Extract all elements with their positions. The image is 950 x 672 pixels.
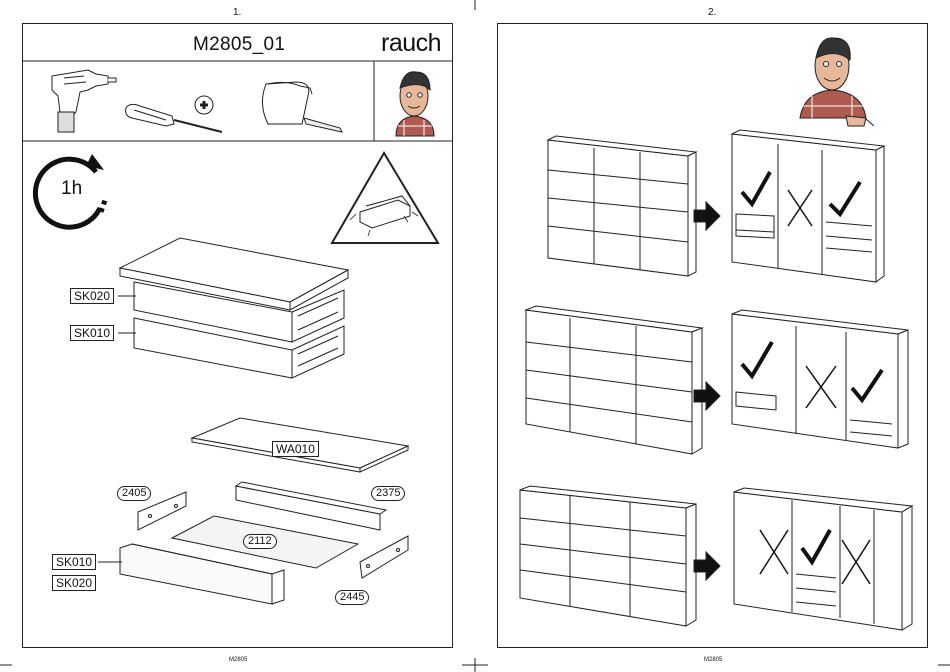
assembly-time-label: 1h xyxy=(61,178,82,200)
cordless-drill-icon xyxy=(52,70,116,132)
front-label-sk010: SK010 xyxy=(52,554,96,570)
board-code-2445: 2445 xyxy=(335,590,369,605)
wardrobe-row-2-open xyxy=(732,310,908,448)
wardrobe-configs xyxy=(520,130,912,630)
stack-label-sk010: SK010 xyxy=(70,325,114,341)
base-panel-label: WA010 xyxy=(272,441,319,457)
side-panel-2445 xyxy=(360,536,408,578)
wardrobe-row-1-open xyxy=(732,130,884,282)
wardrobe-row-3-closed xyxy=(520,486,696,626)
brand-logo: rauch xyxy=(381,29,441,58)
wardrobe-row-1-closed xyxy=(548,136,696,276)
tape-measure-icon xyxy=(262,82,342,132)
wardrobe-row-3-open xyxy=(734,488,912,630)
mascot-page1 xyxy=(396,72,434,136)
drawer-stack-illustration xyxy=(118,238,348,378)
wardrobe-row-2-closed xyxy=(526,306,702,454)
caution-triangle-icon xyxy=(332,153,438,243)
mascot-page2 xyxy=(800,38,874,126)
stack-label-sk020: SK020 xyxy=(70,288,114,304)
drawer-parts-illustration xyxy=(98,418,408,604)
board-code-2405: 2405 xyxy=(117,486,151,501)
board-code-2112: 2112 xyxy=(243,534,277,549)
phillips-bit-icon xyxy=(195,96,213,114)
model-title: M2805_01 xyxy=(193,34,285,56)
front-label-sk020: SK020 xyxy=(52,575,96,591)
arrow-right-1 xyxy=(694,202,720,230)
board-code-2375: 2375 xyxy=(371,486,405,501)
arrow-right-3 xyxy=(694,552,720,580)
